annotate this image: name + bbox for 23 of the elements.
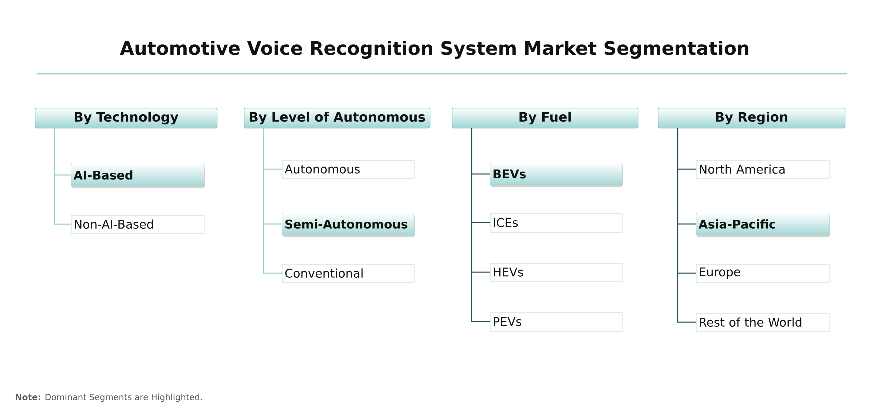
tree-connector xyxy=(678,128,696,323)
category-header-box: By Level of Autonomous xyxy=(244,108,431,129)
title: Automotive Voice Recognition System Market Segmentation xyxy=(120,40,749,60)
segment-box: North America xyxy=(696,160,830,179)
category-header-box: By Region xyxy=(658,108,846,129)
tree-connector xyxy=(54,128,72,225)
highlighted-segment-box: Asia-Pacific xyxy=(696,213,830,237)
segment-box: ICEs xyxy=(490,213,623,233)
segment-box: Non-AI-Based xyxy=(71,215,205,234)
note-text: Note: Dominant Segments are Highlighted. xyxy=(16,394,202,402)
segment-box: Europe xyxy=(696,264,830,283)
highlighted-segment-box: Semi-Autonomous xyxy=(282,213,415,237)
highlighted-segment-box: BEVs xyxy=(490,163,623,187)
category-header-box: By Technology xyxy=(35,108,218,129)
category-header-box: By Fuel xyxy=(452,108,639,129)
segment-box: HEVs xyxy=(490,263,623,282)
tree-connector xyxy=(472,128,490,322)
segment-box: PEVs xyxy=(490,312,623,332)
highlighted-segment-box: AI-Based xyxy=(71,164,205,188)
tree-connector xyxy=(264,128,282,274)
segment-box: Autonomous xyxy=(282,160,415,179)
segment-box: Conventional xyxy=(282,264,415,283)
segment-box: Rest of the World xyxy=(696,313,830,332)
